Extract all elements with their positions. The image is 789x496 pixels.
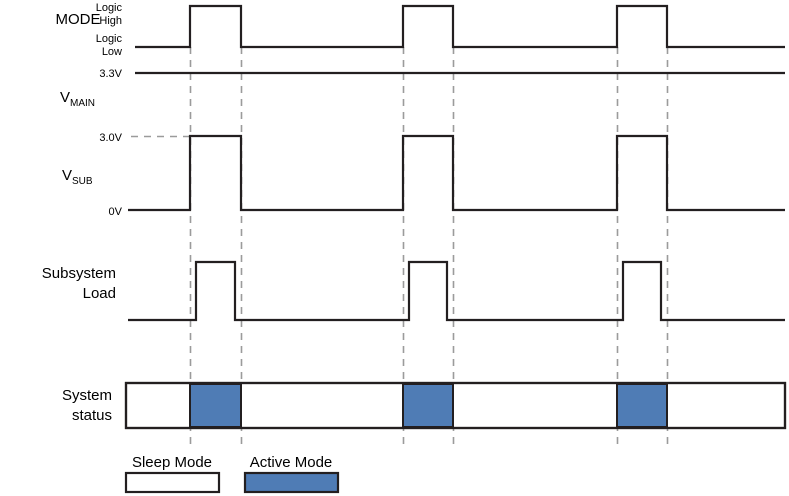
legend-label-sleep-mode: Sleep Mode [132, 454, 212, 471]
system-status-group: System status [62, 381, 787, 430]
subsystem-load-signal-group: Subsystem Load [42, 260, 785, 322]
system-status-active-block-2 [402, 383, 454, 428]
system-status-bar-border [124, 381, 787, 430]
vmain-level-label: 3.3V [99, 68, 122, 80]
subsystem-load-waveform [128, 260, 785, 322]
system-status-active-block-1 [189, 383, 242, 428]
vsub-high-label: 3.0V [99, 132, 122, 144]
mode-waveform [135, 4, 785, 49]
vmain-signal-label: VMAIN [60, 89, 95, 109]
vsub-waveform [128, 134, 785, 212]
legend-label-active-mode: Active Mode [250, 454, 333, 471]
mode-high-label-line2: High [99, 15, 122, 27]
subsystem-load-label-line1: Subsystem [42, 265, 116, 282]
guide-lines [189, 47, 669, 450]
system-status-active-block-3 [616, 383, 668, 428]
mode-signal-group: MODE Logic High Logic Low [56, 2, 785, 58]
system-status-label-line1: System [62, 387, 112, 404]
legend: Sleep Mode Active Mode [124, 454, 340, 494]
vsub-signal-group: VSUB 3.0V 0V [62, 132, 785, 218]
legend-swatch-active-mode [243, 471, 340, 494]
mode-high-label-line1: Logic [96, 2, 123, 14]
mode-low-label-line2: Low [102, 46, 122, 58]
vsub-low-label: 0V [109, 206, 123, 218]
legend-swatch-sleep-mode [124, 471, 221, 494]
vsub-signal-label: VSUB [62, 167, 93, 187]
system-status-label-line2: status [72, 407, 112, 424]
mode-signal-label: MODE [56, 11, 101, 28]
mode-low-label-line1: Logic [96, 33, 123, 45]
subsystem-load-label-line2: Load [83, 285, 116, 302]
vmain-signal-group: VMAIN 3.3V [60, 68, 785, 109]
